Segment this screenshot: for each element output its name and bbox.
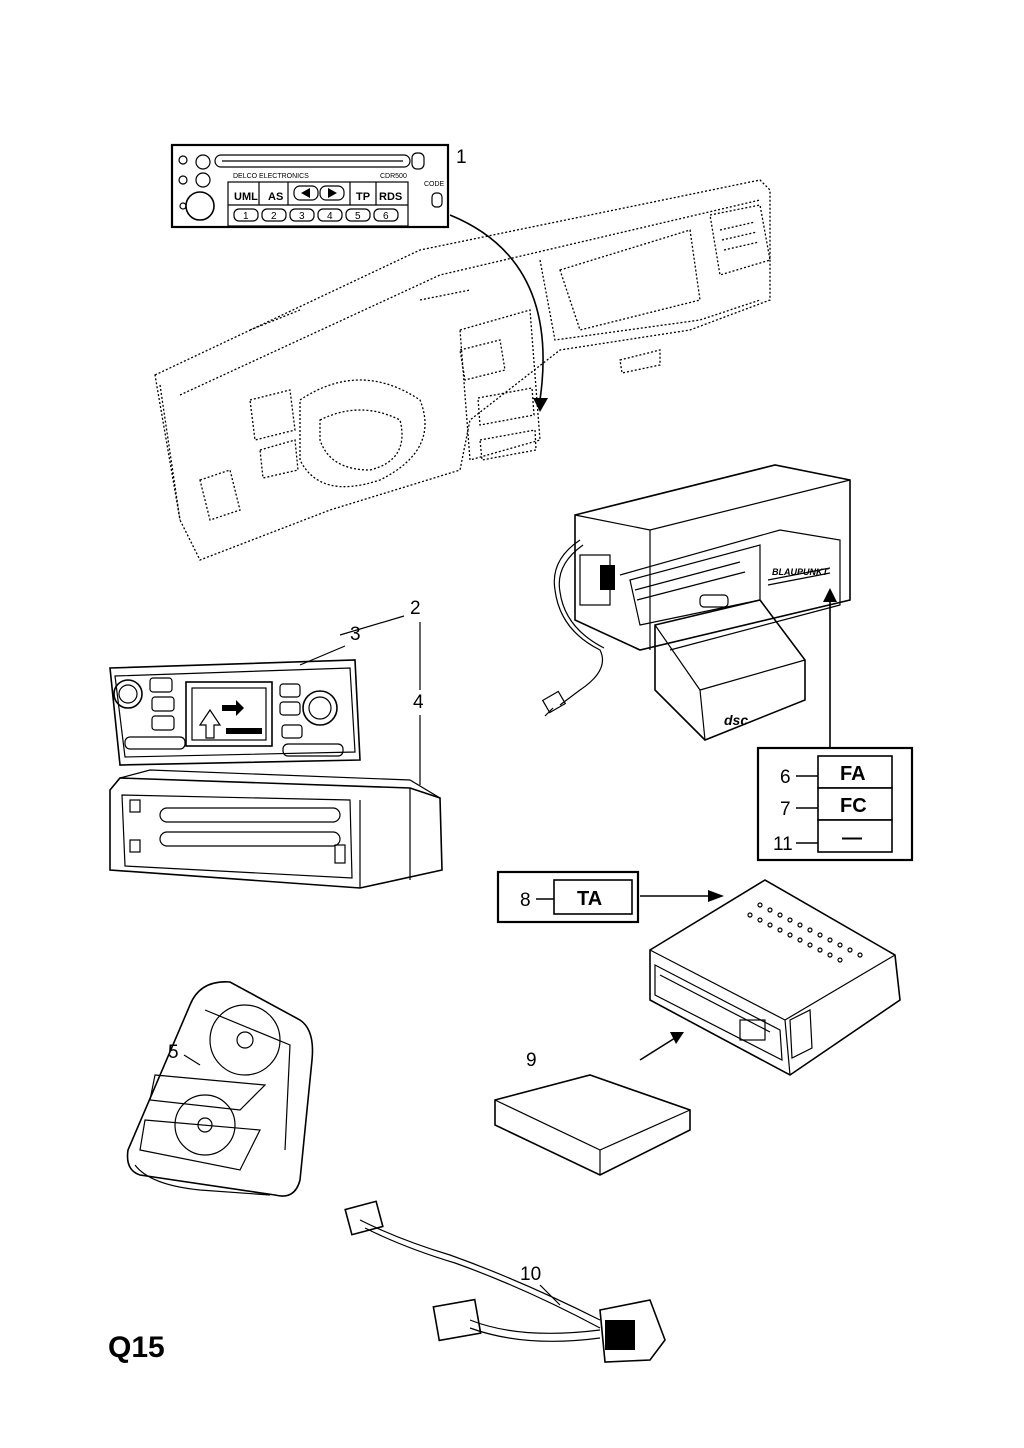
cd-magazine: dsc [654, 599, 806, 741]
callout-4: 4 [413, 692, 424, 713]
option-code-fc: FC [840, 795, 867, 817]
option-code-box-2: 8 TA [496, 870, 640, 924]
code-label: CODE [424, 181, 445, 188]
callout-3: 3 [350, 624, 361, 645]
radio-button-uml: UML [234, 191, 258, 203]
option-code-none: — [842, 827, 862, 849]
radio-brand: DELCO ELECTRONICS [233, 173, 309, 180]
cd-changer: BLAUPUNKT [574, 464, 851, 651]
module-box [494, 1074, 691, 1176]
preset-buttons: 1 2 3 4 5 6 [233, 208, 399, 222]
radio-model: CDR500 [380, 173, 407, 180]
callout-9: 9 [526, 1050, 537, 1071]
radio-button-tp: TP [356, 191, 370, 203]
radio-chassis [109, 769, 443, 889]
preset-5: 5 [355, 211, 361, 222]
callout-6: 6 [780, 767, 791, 788]
cd-wallet [126, 981, 314, 1197]
preset-6: 6 [383, 211, 389, 222]
option-code-fa: FA [840, 763, 866, 785]
option-code-box-1: 6 7 11 FA FC — [756, 746, 914, 862]
vent-holes [747, 902, 863, 963]
dashboard-illustration [154, 179, 771, 561]
magazine-label: dsc [724, 712, 748, 728]
blaupunkt-brand: BLAUPUNKT [772, 567, 829, 577]
preset-3: 3 [299, 211, 305, 222]
radio-front-panel [109, 659, 361, 766]
callout-5: 5 [168, 1042, 179, 1063]
option-code-ta: TA [577, 888, 602, 910]
callout-10: 10 [520, 1264, 541, 1285]
callout-2: 2 [410, 598, 421, 619]
preset-2: 2 [271, 211, 277, 222]
wiring-harness [344, 1200, 666, 1363]
radio-panel: DELCO ELECTRONICS CDR500 CODE UML AS TP … [170, 143, 450, 229]
preset-1: 1 [243, 211, 249, 222]
radio-button-rds: RDS [379, 191, 402, 203]
callout-11: 11 [773, 834, 793, 855]
callout-1: 1 [456, 147, 467, 168]
callout-7: 7 [780, 799, 791, 820]
page-code: Q15 [108, 1331, 165, 1364]
radio-button-as: AS [268, 191, 283, 203]
preset-4: 4 [327, 211, 333, 222]
callout-8: 8 [520, 890, 531, 911]
receiver-unit [649, 879, 901, 1076]
